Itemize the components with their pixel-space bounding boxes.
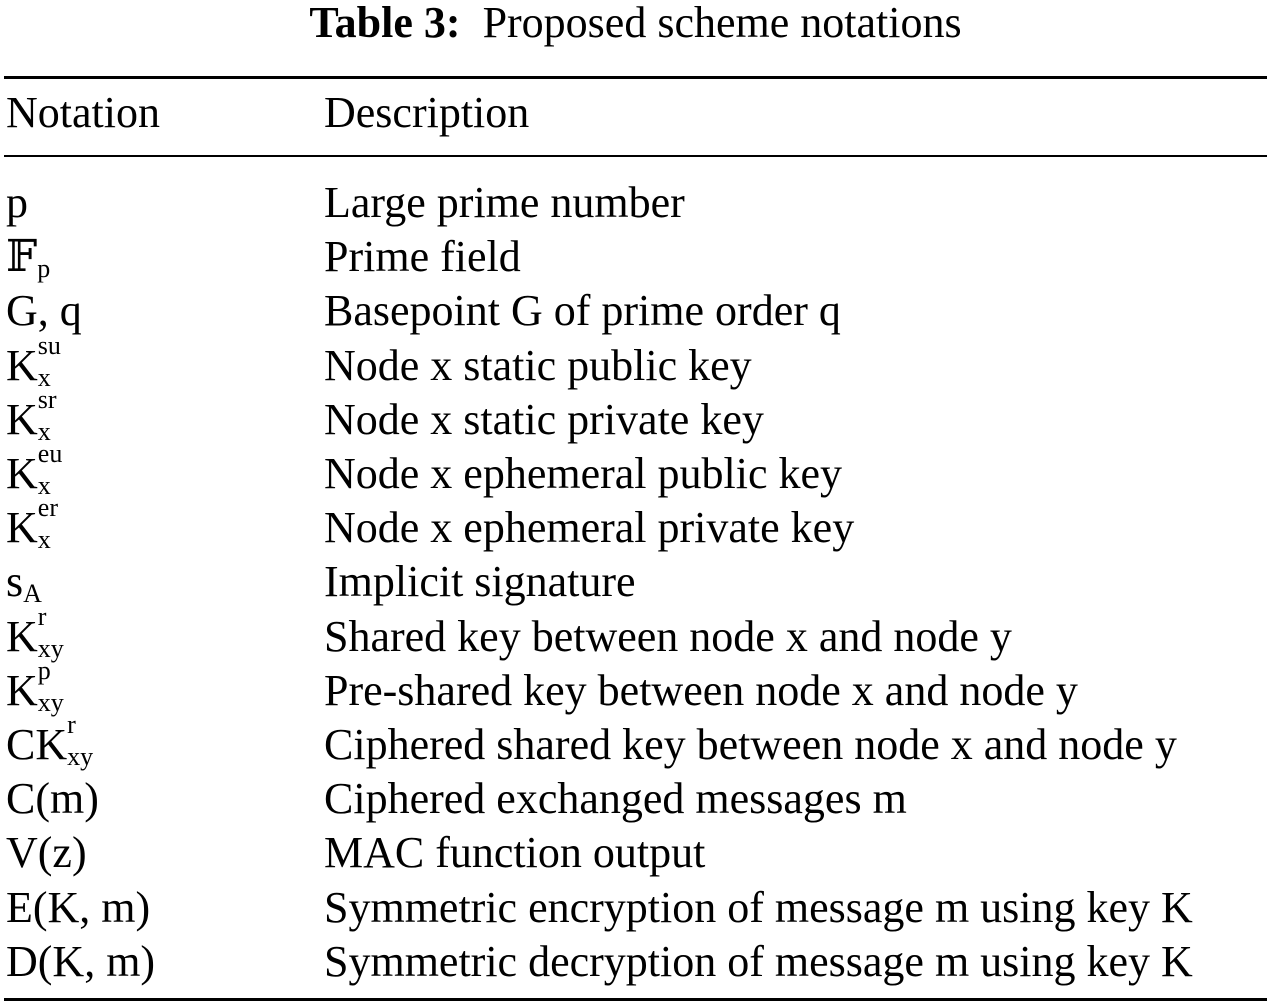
- notation-superscript: er: [37, 493, 58, 523]
- description-cell: Pre-shared key between node x and node y: [324, 665, 1078, 715]
- description-cell: Ciphered exchanged messages m: [324, 774, 907, 824]
- table-row: D(K, m) Symmetric decryption of message m…: [0, 935, 1271, 989]
- notation-superscript: eu: [37, 439, 63, 468]
- description-cell: Prime field: [324, 232, 521, 282]
- notation-cell: E(K, m): [6, 881, 150, 935]
- notation-symbol: K: [6, 665, 38, 715]
- notation-script: p: [37, 230, 77, 284]
- table-caption-text: Proposed scheme notations: [482, 0, 962, 47]
- notation-subscript: x: [37, 362, 51, 392]
- notation-subscript: x: [37, 471, 51, 500]
- notation-script: A: [23, 555, 63, 609]
- notation-symbol: 𝔽: [6, 232, 38, 282]
- notation-subscript: p: [37, 254, 51, 284]
- notation-script: eu x: [37, 441, 78, 501]
- table-row: C(m) Ciphered exchanged messages m: [0, 772, 1271, 826]
- notation-subscript: xy: [37, 687, 64, 717]
- table-header-row: Notation Description: [0, 86, 1271, 140]
- notation-cell: p: [6, 176, 28, 230]
- notation-subscript: xy: [67, 742, 94, 771]
- table-caption-label: Table 3:: [309, 0, 461, 47]
- notation-symbol: s: [6, 557, 24, 607]
- notation-subscript: x: [37, 525, 51, 555]
- notation-cell: V(z): [6, 826, 87, 880]
- description-cell: Basepoint G of prime order q: [324, 286, 841, 336]
- notation-superscript: r: [67, 710, 76, 739]
- notation-subscript: x: [37, 416, 51, 446]
- notation-subscript: xy: [37, 633, 64, 663]
- description-cell: Node x static private key: [324, 394, 764, 444]
- notation-symbol: K: [6, 449, 38, 498]
- description-cell: Symmetric encryption of message m using …: [324, 882, 1193, 932]
- table-header-rule: [4, 155, 1267, 157]
- notation-superscript: p: [37, 655, 51, 685]
- notation-superscript: r: [37, 601, 47, 631]
- notation-symbol: D(K, m): [6, 936, 156, 986]
- header-notation: Notation: [6, 88, 160, 137]
- notation-symbol: K: [6, 340, 38, 390]
- notation-symbol: C(m): [6, 774, 99, 824]
- table-caption: Table 3: Proposed scheme notations: [0, 0, 1271, 46]
- description-cell: Ciphered shared key between node x and n…: [324, 720, 1177, 769]
- table-row: p Large prime number: [0, 176, 1271, 230]
- notation-script: r xy: [67, 712, 107, 772]
- notation-cell: C(m): [6, 772, 99, 826]
- table-row: G, q Basepoint G of prime order q: [0, 284, 1271, 338]
- notation-symbol: K: [6, 503, 38, 553]
- table-bottom-rule: [4, 998, 1267, 1001]
- notation-superscript: sr: [37, 384, 57, 414]
- table-row: V(z) MAC function output: [0, 826, 1271, 880]
- notation-cell: G, q: [6, 284, 82, 338]
- description-cell: MAC function output: [324, 828, 706, 878]
- header-description: Description: [324, 88, 530, 137]
- notation-symbol: E(K, m): [6, 882, 151, 932]
- table-row: E(K, m) Symmetric encryption of message m…: [0, 881, 1271, 935]
- notation-symbol: G, q: [6, 286, 82, 336]
- notation-subscript: A: [23, 579, 42, 609]
- notation-symbol: K: [6, 394, 38, 444]
- notation-symbol: K: [6, 611, 38, 661]
- description-cell: Node x ephemeral public key: [324, 449, 843, 498]
- description-cell: Node x ephemeral private key: [324, 503, 855, 553]
- notation-symbol: p: [6, 178, 28, 227]
- description-cell: Symmetric decryption of message m using …: [324, 936, 1193, 986]
- table-top-rule: [4, 76, 1267, 79]
- notation-symbol: V(z): [6, 828, 87, 878]
- notation-superscript: su: [37, 330, 61, 360]
- notation-cell: D(K, m): [6, 935, 155, 989]
- notation-symbol: CK: [6, 720, 68, 769]
- description-cell: Implicit signature: [324, 557, 636, 607]
- description-cell: Node x static public key: [324, 340, 752, 390]
- description-cell: Large prime number: [324, 178, 685, 227]
- description-cell: Shared key between node x and node y: [324, 611, 1012, 661]
